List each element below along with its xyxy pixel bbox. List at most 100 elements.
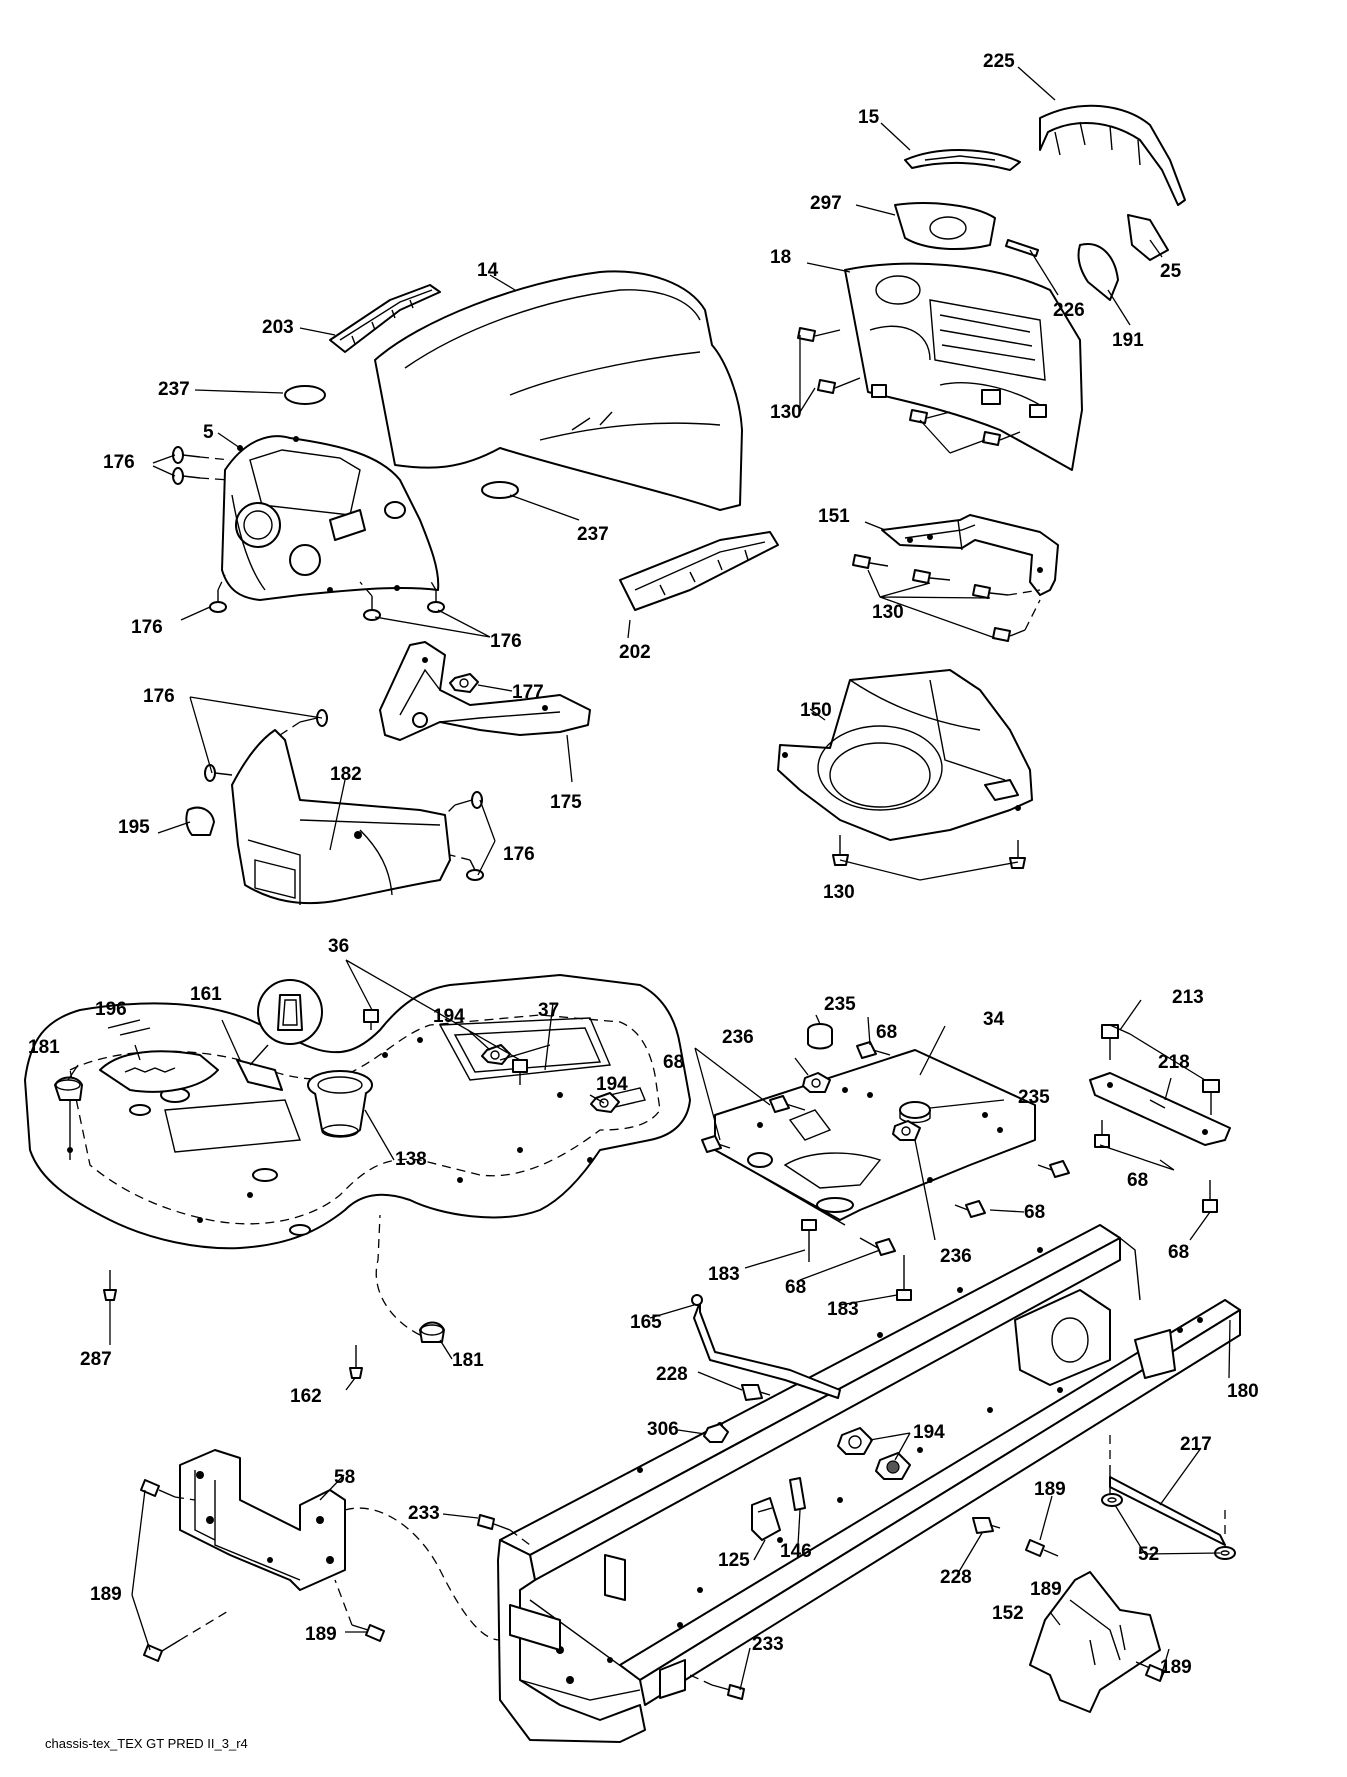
bolt-68-h <box>1094 1120 1110 1148</box>
screw-189-152a <box>1025 1539 1059 1557</box>
label-14: 14 <box>477 260 499 281</box>
fastener-176-h <box>454 791 483 809</box>
trim-piece-225 <box>1039 104 1186 206</box>
label-195: 195 <box>118 817 150 838</box>
label-52: 52 <box>1138 1544 1159 1565</box>
screw-130-g2 <box>817 377 861 394</box>
label-180: 180 <box>1227 1381 1259 1402</box>
fastener-176-d <box>363 596 381 621</box>
bushing-52-a <box>1101 1493 1123 1507</box>
label-228-a: 228 <box>656 1364 688 1385</box>
trim-piece-15 <box>904 149 1021 171</box>
rod-217 <box>1109 1435 1226 1546</box>
screw-130-g4 <box>982 431 1021 446</box>
screw-189-58a <box>140 1479 176 1498</box>
label-130-a: 130 <box>770 402 802 423</box>
grommet-161 <box>236 979 323 1091</box>
bolt-68-b <box>769 1095 806 1113</box>
nut-236-a <box>802 1072 831 1093</box>
screw-130-151a <box>852 554 889 569</box>
label-37: 37 <box>538 1000 559 1021</box>
bracket-25 <box>1127 214 1169 261</box>
label-15: 15 <box>858 107 880 128</box>
bracket-218 <box>1089 1072 1231 1146</box>
label-176-b: 176 <box>131 617 163 638</box>
label-189-d: 189 <box>1160 1657 1192 1678</box>
label-68-e: 68 <box>1168 1242 1189 1263</box>
nut-194-b <box>590 1092 620 1113</box>
label-183-b: 183 <box>827 1299 859 1320</box>
label-130-b: 130 <box>872 602 904 623</box>
part-number-labels: 225 15 297 18 226 25 191 14 203 237 5 17… <box>28 51 1259 1678</box>
label-5: 5 <box>203 422 214 443</box>
label-150: 150 <box>800 700 832 721</box>
bolt-68-g <box>1202 1079 1220 1115</box>
bolt-68-a <box>856 1041 891 1059</box>
fastener-176-c <box>209 590 227 613</box>
strip-226 <box>1005 239 1039 257</box>
fastener-176-e <box>427 590 445 613</box>
label-228-b: 228 <box>940 1567 972 1588</box>
label-36: 36 <box>328 936 349 957</box>
bolt-183-a <box>801 1219 817 1262</box>
label-217: 217 <box>1180 1434 1212 1455</box>
label-176-e: 176 <box>503 844 535 865</box>
bolt-213 <box>1101 1024 1119 1060</box>
label-189-c: 189 <box>1030 1579 1062 1600</box>
bracket-151 <box>881 514 1059 596</box>
screw-162 <box>349 1345 363 1379</box>
label-25: 25 <box>1160 261 1182 282</box>
fastener-176-g <box>204 764 233 782</box>
screw-233-b <box>711 1684 745 1700</box>
nut-177 <box>449 673 479 693</box>
label-235-b: 235 <box>1018 1087 1050 1108</box>
label-237-upper: 237 <box>158 379 190 400</box>
label-235-a: 235 <box>824 994 856 1015</box>
screw-233-a <box>477 1514 511 1531</box>
label-237-lower: 237 <box>577 524 609 545</box>
plug-237-lower <box>481 481 519 499</box>
label-194-b: 194 <box>596 1074 628 1095</box>
label-194-c: 194 <box>913 1422 945 1443</box>
label-175: 175 <box>550 792 582 813</box>
leader-lines <box>67 66 1231 1691</box>
label-130-c: 130 <box>823 882 855 903</box>
fastener-176-b <box>172 467 201 485</box>
nut-194-c <box>837 1427 873 1455</box>
bushing-181-b <box>419 1321 445 1343</box>
label-138: 138 <box>395 1149 427 1170</box>
nut-306 <box>703 1423 729 1443</box>
chassis-frame-180 <box>497 1224 1241 1743</box>
label-191: 191 <box>1112 330 1144 351</box>
label-146: 146 <box>780 1541 812 1562</box>
bolt-68-d <box>1037 1160 1070 1178</box>
label-151: 151 <box>818 506 850 527</box>
label-176-d: 176 <box>143 686 175 707</box>
label-68-a: 68 <box>876 1022 897 1043</box>
label-287: 287 <box>80 1349 112 1370</box>
plate-34 <box>714 1049 1036 1226</box>
dash-panel-5 <box>221 435 440 601</box>
label-306: 306 <box>647 1419 679 1440</box>
clip-125 <box>751 1497 781 1541</box>
label-176-c: 176 <box>490 631 522 652</box>
bolt-183-b <box>896 1255 912 1301</box>
bolt-36-a <box>363 1009 379 1030</box>
fitting-228-a <box>741 1384 771 1401</box>
label-297: 297 <box>810 193 842 214</box>
fastener-176-f <box>299 709 328 727</box>
label-236-b: 236 <box>940 1246 972 1267</box>
bracket-175 <box>379 641 591 741</box>
label-181-b: 181 <box>452 1350 484 1371</box>
label-18: 18 <box>770 247 791 268</box>
label-189-a: 189 <box>1034 1479 1066 1500</box>
screw-189-58c <box>351 1624 385 1642</box>
dust-boot-138 <box>307 1070 373 1138</box>
label-68-d: 68 <box>1024 1202 1045 1223</box>
label-162: 162 <box>290 1386 322 1407</box>
fastener-176-a <box>172 446 201 464</box>
label-226: 226 <box>1053 300 1085 321</box>
label-236-a: 236 <box>722 1027 754 1048</box>
label-189-b: 189 <box>90 1584 122 1605</box>
